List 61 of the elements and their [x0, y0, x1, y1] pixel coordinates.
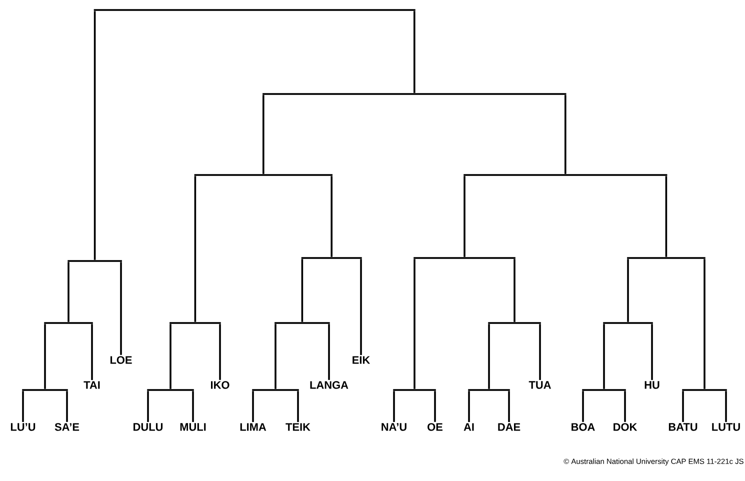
tree-branch	[603, 324, 605, 389]
tree-branch	[94, 11, 96, 260]
tree-branch	[328, 324, 330, 380]
tree-branch	[414, 259, 416, 389]
leaf-label: DAE	[498, 423, 520, 431]
tree-branch	[360, 259, 362, 356]
leaf-label: TAI	[84, 381, 100, 389]
tree-branch	[252, 391, 254, 422]
tree-branch	[393, 391, 395, 422]
tree-branch	[66, 391, 68, 422]
tree-branch	[22, 391, 24, 422]
leaf-label: MULI	[180, 423, 206, 431]
tree-branch	[297, 391, 299, 422]
tree-branch	[434, 391, 436, 422]
leaf-label: HU	[644, 381, 660, 389]
leaf-label: LIMA	[240, 423, 266, 431]
tree-branch	[539, 324, 541, 380]
tree-branch	[651, 324, 653, 380]
tree-branch	[725, 391, 727, 422]
tree-branch	[488, 324, 490, 389]
tree-branch	[147, 391, 149, 422]
leaf-label: LANGA	[310, 381, 348, 389]
leaf-label: TUA	[528, 381, 551, 389]
leaf-label: IKO	[211, 381, 230, 389]
leaf-label: DOK	[614, 423, 638, 431]
tree-branch	[68, 262, 70, 322]
leaf-label: BATU	[668, 423, 698, 431]
tree-branch	[464, 176, 466, 257]
tree-branch	[627, 259, 629, 322]
tree-branch	[624, 391, 626, 422]
leaf-label: SA’E	[54, 423, 80, 431]
tree-branch	[301, 259, 304, 322]
tree-branch	[508, 391, 510, 422]
leaf-label: AI	[464, 423, 474, 431]
leaf-label: LUTU	[712, 423, 740, 431]
tree-branch	[120, 262, 122, 355]
tree-branch	[219, 324, 221, 380]
leaf-label: LOE	[110, 356, 132, 364]
leaf-label: NA’U	[382, 423, 406, 431]
leaf-label: LU’U	[10, 423, 36, 431]
tree-branch	[468, 391, 470, 422]
leaf-label: BOA	[572, 423, 595, 431]
leaf-label: OE	[428, 423, 442, 431]
leaf-label: EIK	[352, 356, 370, 364]
tree-branch	[414, 11, 416, 93]
tree-branch	[665, 176, 668, 257]
tree-branch	[564, 95, 566, 174]
tree-branch	[682, 391, 684, 422]
tree-branch	[582, 391, 584, 422]
tree-branch	[262, 95, 264, 174]
tree-branch	[44, 324, 46, 389]
tree-branch	[194, 176, 196, 322]
tree-branch	[170, 324, 172, 389]
tree-branch	[192, 391, 194, 422]
tree-branch	[330, 176, 332, 257]
tree-branch	[704, 259, 706, 389]
leaf-label: TEIK	[286, 423, 310, 431]
tree-branch	[91, 324, 93, 380]
tree-branch	[514, 259, 516, 322]
leaf-label: DULU	[134, 423, 163, 431]
tree-branch	[274, 324, 276, 389]
